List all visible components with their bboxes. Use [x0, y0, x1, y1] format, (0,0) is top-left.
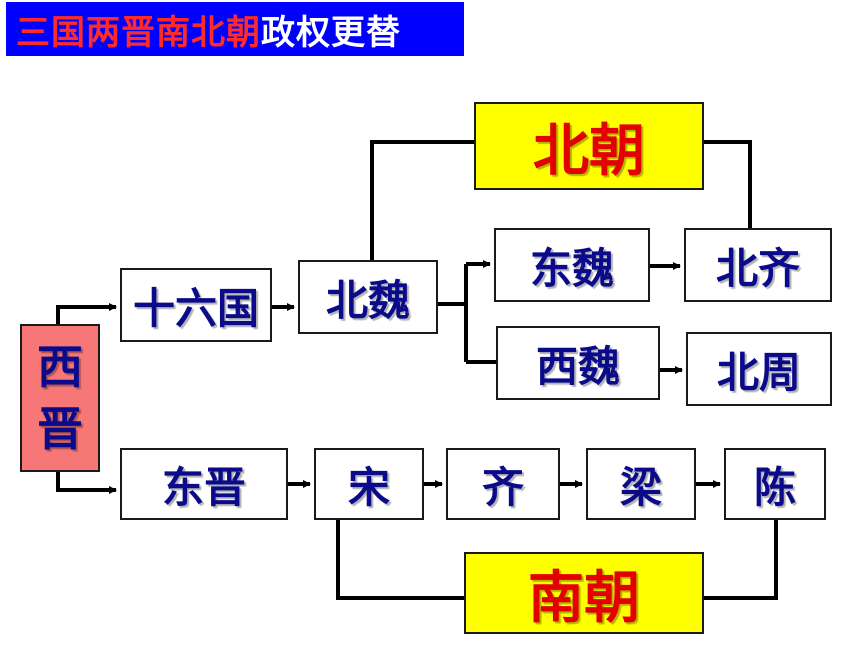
node-nanchao: 南朝 — [464, 552, 704, 634]
title-highlight: 三国两晋南北朝 — [16, 12, 261, 53]
arrow-xijin-shiliuguo — [56, 303, 117, 326]
line-song-nanchao — [336, 518, 466, 600]
node-shiliuguo: 十六国 — [120, 268, 272, 342]
node-dongwei: 东魏 — [494, 228, 650, 302]
line-nanchao-chen — [702, 518, 778, 600]
node-xijin: 西 晋 — [20, 324, 100, 472]
line-beiwei-beichao — [370, 140, 476, 262]
node-song: 宋 — [314, 448, 424, 520]
node-beiwei: 北魏 — [298, 260, 438, 334]
arrow-xijin-dongjin — [56, 470, 117, 494]
page-title: 三国两晋南北朝政权更替 — [6, 2, 464, 56]
title-rest: 政权更替 — [261, 12, 401, 53]
line-beichao-beiqi — [702, 140, 752, 230]
node-beizhou: 北周 — [686, 332, 832, 406]
node-qi: 齐 — [446, 448, 560, 520]
node-beichao: 北朝 — [474, 102, 704, 190]
node-xijin-line1: 西 — [37, 340, 83, 394]
node-beiqi: 北齐 — [684, 228, 832, 302]
node-chen: 陈 — [724, 448, 826, 520]
node-xiwei: 西魏 — [496, 326, 660, 400]
node-liang: 梁 — [586, 448, 696, 520]
node-xijin-line2: 晋 — [37, 402, 83, 456]
node-dongjin: 东晋 — [120, 448, 288, 520]
